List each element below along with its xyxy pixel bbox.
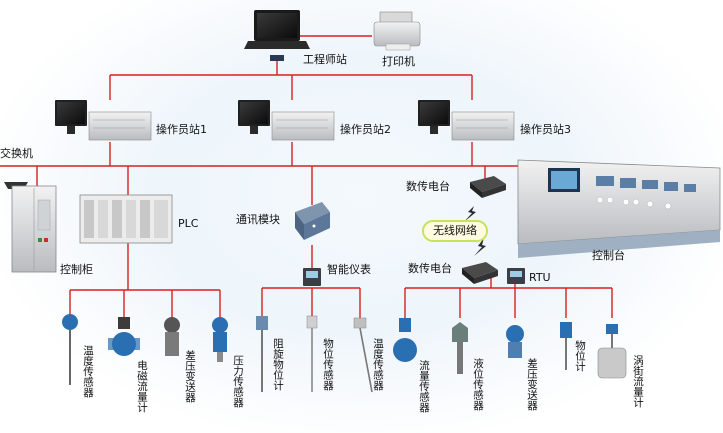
liquid-level-sensor-icon <box>452 322 468 374</box>
control-console-label: 控制台 <box>592 249 625 262</box>
pressure-sensor-icon <box>212 317 228 362</box>
differential-pressure-transmitter-icon <box>506 325 524 358</box>
plc-rack-icon <box>79 194 173 244</box>
operator-station-2-label: 操作员站2 <box>340 123 391 136</box>
wireless-signal-icon <box>464 206 486 256</box>
sensor-label: 温度传感器 <box>82 345 95 398</box>
radio-modem-icon <box>470 176 506 198</box>
plc-label: PLC <box>178 217 199 230</box>
sensor-label: 差压变送器 <box>526 358 539 411</box>
rtu-label: RTU <box>529 271 551 284</box>
operator-workstation-icon <box>238 100 335 141</box>
operator-workstation-icon <box>418 100 515 141</box>
comm-module-label: 通讯模块 <box>236 213 280 226</box>
switch-label: 交换机 <box>0 147 33 160</box>
level-gauge-icon <box>560 322 572 370</box>
radio-top-label: 数传电台 <box>406 180 450 193</box>
electromagnetic-flowmeter-icon <box>108 317 140 356</box>
control-cabinet-icon <box>11 185 57 273</box>
sensor-label: 差压变送器 <box>184 350 197 403</box>
sensor-label: 流量传感器 <box>418 360 431 413</box>
smart-meter-label: 智能仪表 <box>327 263 371 276</box>
temperature-sensor-icon <box>353 317 373 393</box>
laptop-icon <box>244 10 310 61</box>
radio-modem-icon <box>462 262 498 284</box>
operator-station-3-label: 操作员站3 <box>520 123 571 136</box>
operator-workstation-icon <box>55 100 152 141</box>
engineer-station-label: 工程师站 <box>303 53 347 66</box>
communication-module-icon <box>295 202 330 240</box>
sensor-label: 阻旋物位计 <box>272 338 285 391</box>
vortex-flowmeter-icon <box>597 324 627 379</box>
sensor-label: 物位传感器 <box>322 338 335 391</box>
printer-label: 打印机 <box>382 55 415 68</box>
sensor-label: 涡街流量计 <box>632 355 645 408</box>
level-sensor-icon <box>306 315 318 392</box>
radio-bottom-label: 数传电台 <box>408 262 452 275</box>
control-console-icon <box>517 159 721 258</box>
sensor-label: 电磁流量计 <box>136 360 149 413</box>
rtu-icon <box>507 268 525 284</box>
differential-pressure-transmitter-icon <box>164 317 180 356</box>
control-cabinet-label: 控制柜 <box>60 263 93 276</box>
rotary-level-meter-icon <box>256 316 268 392</box>
sensor-label: 液位传感器 <box>472 358 485 411</box>
sensor-label: 温度传感器 <box>372 338 385 391</box>
printer-icon <box>373 11 421 51</box>
flow-sensor-icon <box>393 318 417 362</box>
wireless-network-bubble: 无线网络 <box>422 220 488 242</box>
sensor-label: 物位计 <box>574 340 587 372</box>
temperature-sensor-icon <box>62 314 78 385</box>
sensor-label: 压力传感器 <box>232 355 245 408</box>
operator-station-1-label: 操作员站1 <box>156 123 207 136</box>
switch-icon <box>270 55 284 61</box>
smart-meter-icon <box>303 268 321 286</box>
